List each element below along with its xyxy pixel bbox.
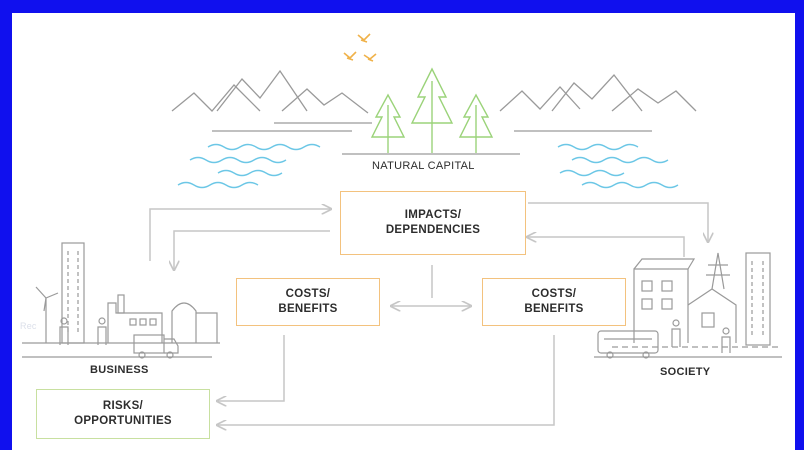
watermark: Rec: [20, 321, 37, 331]
business-illustration: [22, 242, 220, 359]
house-icon: [633, 258, 737, 343]
impacts-dependencies-text: IMPACTS/ DEPENDENCIES: [385, 209, 481, 236]
person-icon: [671, 319, 731, 353]
water-waves-icon: [557, 143, 679, 189]
office-building-icon: [61, 242, 85, 344]
mountain-icon: [499, 73, 697, 132]
risks-opportunities-text: RISKS/ OPPORTUNITIES: [74, 400, 172, 427]
water-waves-icon: [177, 143, 321, 189]
mountain-icon: [171, 69, 372, 132]
natural-capital-label: NATURAL CAPITAL: [372, 160, 475, 172]
wind-turbine-icon: [35, 286, 59, 343]
costs-benefits-right-box: COSTS/ BENEFITS: [482, 278, 626, 326]
tree-icon: [370, 67, 494, 153]
business-label: BUSINESS: [90, 364, 149, 376]
truck-icon: [133, 334, 179, 359]
diagram-canvas: Rec NATURAL CAPITAL IMPACTS/ DEPENDENCIE…: [12, 13, 795, 450]
costs-benefits-right-text: COSTS/ BENEFITS: [524, 288, 584, 315]
costs-benefits-left-box: COSTS/ BENEFITS: [236, 278, 380, 326]
office-building-icon: [745, 252, 771, 346]
person-icon: [59, 317, 107, 345]
risks-opportunities-box: RISKS/ OPPORTUNITIES: [36, 389, 210, 439]
society-label: SOCIETY: [660, 366, 711, 378]
factory-icon: [107, 294, 218, 343]
society-illustration: [594, 252, 782, 359]
costs-benefits-left-text: COSTS/ BENEFITS: [278, 288, 338, 315]
bus-icon: [597, 330, 659, 359]
bird-icon: [343, 33, 377, 62]
flow-arrows: [149, 202, 708, 425]
illustration-layer: [22, 33, 782, 450]
power-pylon-icon: [706, 252, 730, 290]
impacts-dependencies-box: IMPACTS/ DEPENDENCIES: [340, 191, 526, 255]
